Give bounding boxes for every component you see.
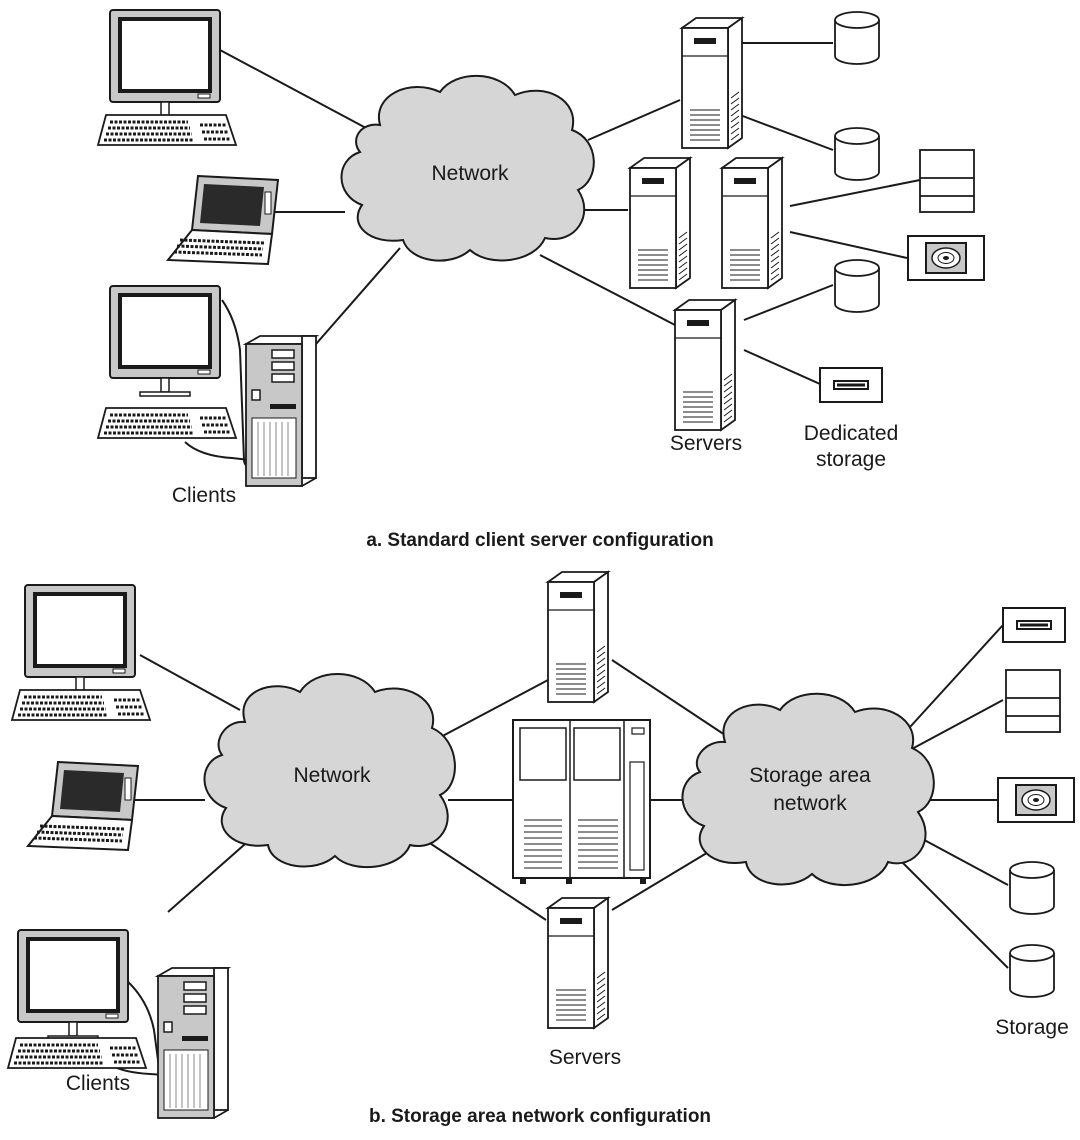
connection-lines-b (99, 624, 1009, 1083)
san-label-line-1: Storage area (749, 764, 871, 787)
keyboard-icon (6, 1036, 148, 1070)
rack-server-icon (512, 719, 651, 884)
tower-pc-icon (157, 967, 229, 1119)
san-label-line-2: network (773, 792, 847, 815)
clients-label-a: Clients (172, 484, 236, 507)
clients-label-b: Clients (66, 1072, 130, 1095)
storage-label-b: Storage (995, 1016, 1069, 1039)
tape-drive-icon (819, 367, 883, 403)
server-icon (681, 17, 743, 149)
disk-cylinder-icon (834, 259, 880, 313)
disk-cylinder-icon (834, 11, 880, 65)
network-label-a: Network (431, 162, 509, 185)
laptop-icon (26, 760, 140, 852)
desktop-monitor-icon (108, 284, 222, 398)
desktop-monitor-icon (23, 583, 137, 697)
optical-drive-icon (997, 777, 1075, 823)
keyboard-icon (10, 688, 152, 722)
desktop-monitor-icon (16, 928, 130, 1042)
server-icon (721, 157, 783, 289)
server-icon (547, 897, 609, 1029)
san-cloud (681, 692, 935, 886)
network-cloud-b (203, 673, 456, 869)
network-label-b: Network (293, 764, 371, 787)
servers-label-b: Servers (549, 1046, 621, 1069)
tape-drive-icon (1002, 607, 1066, 643)
drive-stack-icon (1005, 669, 1061, 733)
disk-cylinder-icon (1009, 944, 1055, 998)
drive-stack-icon (919, 149, 975, 213)
servers-label-a: Servers (670, 432, 742, 455)
server-icon (674, 299, 736, 431)
server-icon (629, 157, 691, 289)
desktop-monitor-icon (108, 8, 222, 122)
dedicated-label-a: Dedicated (804, 422, 899, 445)
storage-label-a: storage (816, 448, 886, 471)
keyboard-icon (96, 113, 238, 147)
caption-a: a. Standard client server configuration (366, 530, 713, 551)
disk-cylinder-icon (1009, 861, 1055, 915)
panel-a: Network Clients Servers Dedicated storag… (96, 8, 985, 551)
disk-cylinder-icon (834, 127, 880, 181)
keyboard-icon (96, 406, 238, 440)
tower-pc-icon (245, 335, 317, 487)
laptop-icon (166, 174, 280, 266)
panel-b: Network Storage area network Clients (6, 571, 1075, 1127)
network-cloud-a (340, 74, 595, 262)
optical-drive-icon (907, 235, 985, 281)
caption-b: b. Storage area network configuration (369, 1106, 711, 1127)
server-icon (547, 571, 609, 703)
